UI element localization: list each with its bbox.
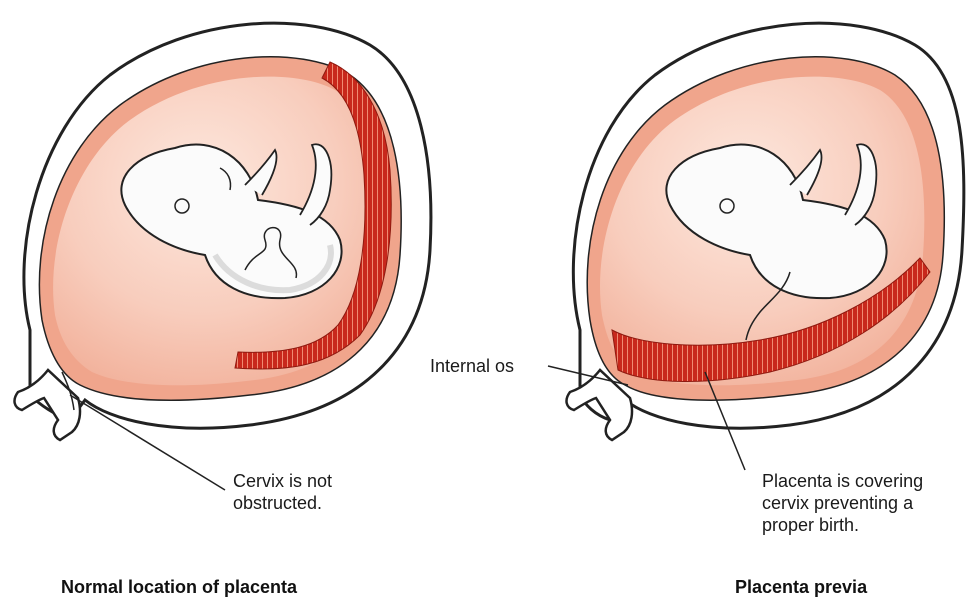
left-cervix-label: Cervix is not obstructed.: [233, 470, 332, 514]
right-caption: Placenta previa: [735, 577, 867, 598]
left-uterus: [15, 23, 431, 440]
left-caption: Normal location of placenta: [61, 577, 297, 598]
right-uterus: [567, 23, 964, 440]
right-placenta-label: Placenta is covering cervix preventing a…: [762, 470, 923, 536]
right-os-label: Internal os: [430, 355, 514, 377]
right-fetus-ear: [720, 199, 734, 213]
left-fetus-ear: [175, 199, 189, 213]
